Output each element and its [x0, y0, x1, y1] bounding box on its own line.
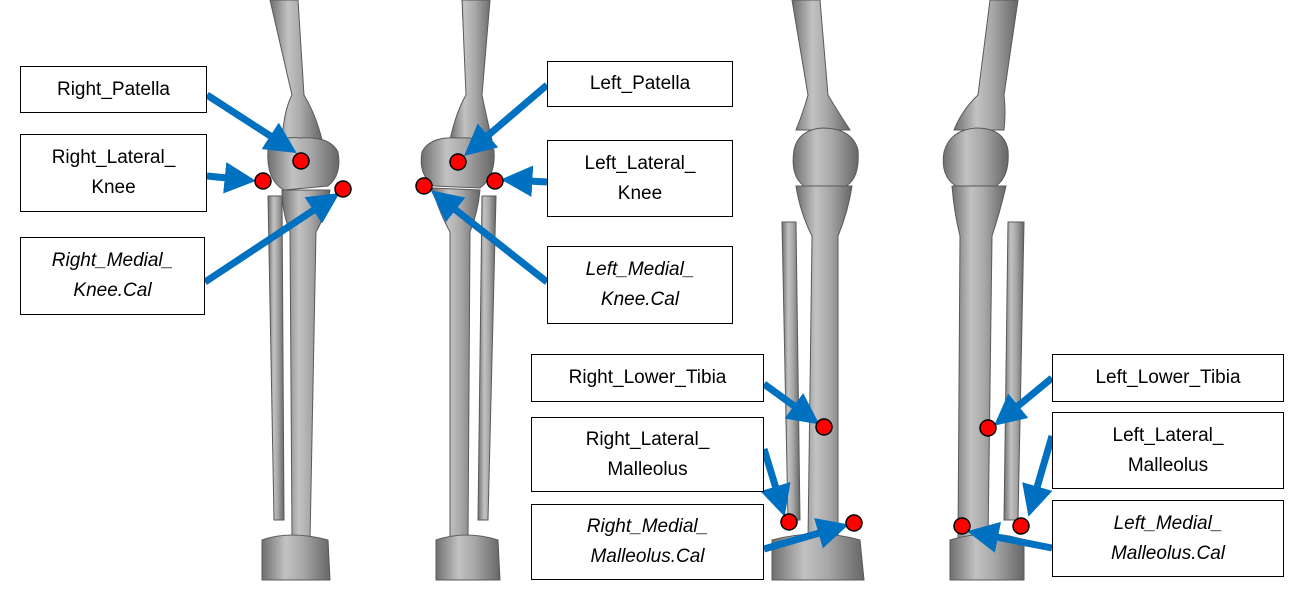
arrow-pointer-left-patella	[464, 82, 550, 156]
arrow-pointer-right-patella	[205, 92, 297, 153]
marker-dot-right-lateral-knee	[254, 172, 272, 190]
arrow-pointer-right-lateral-knee	[206, 162, 257, 194]
label-right-patella: Right_Patella	[20, 66, 207, 113]
marker-dot-right-medial-malleolus	[845, 514, 863, 532]
tibia-3	[795, 185, 853, 541]
label-left-patella: Left_Patella	[547, 61, 733, 107]
arrow-pointer-left-medial-malleolus	[967, 521, 1053, 553]
fibula-4	[1003, 221, 1025, 521]
marker-dot-left-medial-knee	[415, 177, 433, 195]
foot-2	[435, 534, 501, 581]
femur-1	[269, 0, 323, 141]
arrow-pointer-right-lateral-malleolus	[760, 447, 791, 517]
leg-skeleton-4	[942, 0, 1025, 581]
arrow-pointer-left-lateral-malleolus	[1022, 435, 1056, 517]
marker-dot-right-medial-knee	[334, 180, 352, 198]
tibia-2	[431, 187, 481, 541]
label-right-medial-malleolus: Right_Medial_ Malleolus.Cal	[531, 504, 764, 580]
fibula-2	[477, 195, 497, 521]
femur-4	[953, 0, 1019, 131]
leg-skeleton-2	[420, 0, 501, 581]
marker-dot-left-patella	[449, 153, 467, 171]
marker-dot-left-lower-tibia	[979, 419, 997, 437]
leg-skeleton-1	[261, 0, 340, 581]
leg-skeleton-3	[771, 0, 865, 581]
marker-dot-right-patella	[292, 152, 310, 170]
knee-joint-3	[792, 127, 859, 187]
arrow-pointer-right-medial-malleolus	[763, 518, 849, 553]
knee-joint-4	[942, 127, 1009, 187]
label-right-lateral-knee: Right_Lateral_ Knee	[20, 134, 207, 212]
marker-dot-right-lateral-malleolus	[780, 513, 798, 531]
label-left-lower-tibia: Left_Lower_Tibia	[1052, 354, 1284, 402]
femur-2	[449, 0, 493, 141]
fibula-3	[781, 221, 801, 521]
label-right-lower-tibia: Right_Lower_Tibia	[531, 354, 764, 402]
label-left-medial-malleolus: Left_Medial_ Malleolus.Cal	[1052, 500, 1284, 577]
fibula-1	[267, 195, 285, 521]
femur-3	[791, 0, 851, 131]
arrow-pointer-left-medial-knee	[430, 190, 550, 285]
label-left-lateral-malleolus: Left_Lateral_ Malleolus	[1052, 412, 1284, 489]
label-right-lateral-malleolus: Right_Lateral_ Malleolus	[531, 417, 764, 492]
foot-1	[261, 534, 331, 581]
tibia-1	[281, 189, 331, 541]
marker-dot-left-medial-malleolus	[953, 517, 971, 535]
label-right-medial-knee: Right_Medial_ Knee.Cal	[20, 237, 205, 315]
marker-dot-right-lower-tibia	[815, 418, 833, 436]
label-left-lateral-knee: Left_Lateral_ Knee	[547, 140, 733, 217]
tibia-4	[951, 185, 1007, 541]
arrow-pointer-right-lower-tibia	[761, 381, 820, 425]
label-left-medial-knee: Left_Medial_ Knee.Cal	[547, 246, 733, 324]
marker-dot-left-lateral-knee	[486, 172, 504, 190]
arrow-pointer-left-lateral-knee	[500, 165, 548, 197]
arrow-pointer-right-medial-knee	[203, 192, 340, 285]
arrow-pointer-left-lower-tibia	[993, 375, 1055, 426]
marker-dot-left-lateral-malleolus	[1012, 517, 1030, 535]
